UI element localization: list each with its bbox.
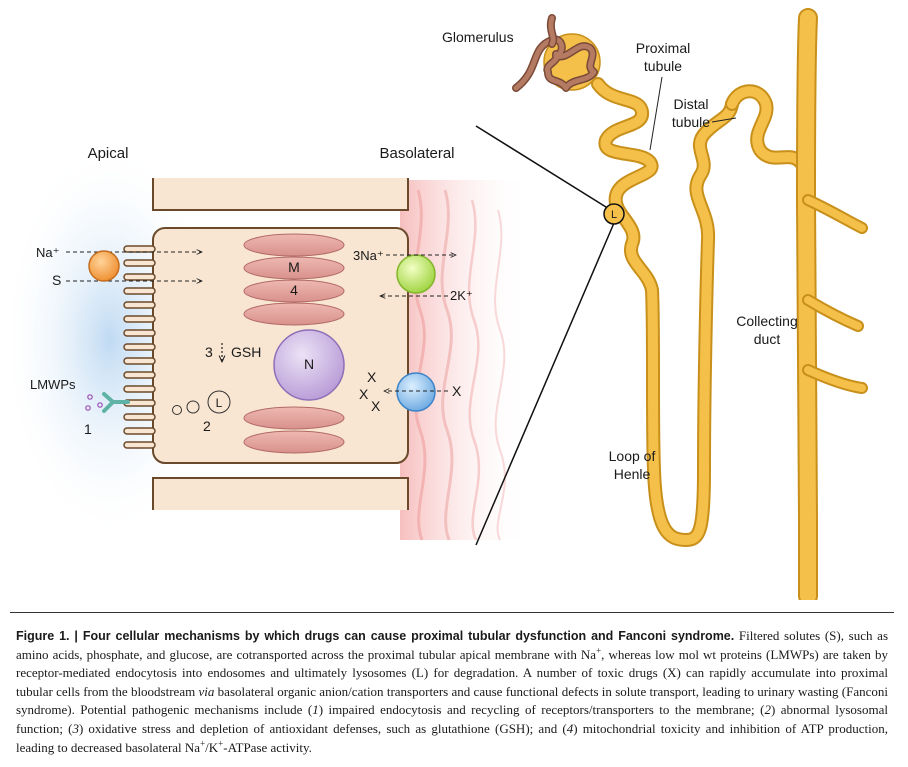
mechanism-4-label: 4	[290, 282, 298, 298]
caption-italic: 3	[72, 720, 79, 736]
zoom-spot	[603, 203, 625, 225]
organic-ion-transporter	[396, 372, 436, 412]
lmwp-particles	[85, 394, 103, 411]
mitochondrion	[243, 430, 345, 454]
caption-label: Figure 1. |	[16, 629, 83, 643]
lmwps-label: LMWPs	[30, 377, 76, 392]
nephron	[512, 8, 868, 600]
zoom-line-top	[475, 125, 615, 213]
nucleus-label: N	[304, 356, 314, 372]
gsh-label: GSH	[231, 344, 261, 360]
caption-text: ) oxidative stress and depletion of anti…	[78, 720, 567, 736]
endosome-medium	[186, 400, 200, 414]
caption-sup: +	[218, 738, 224, 749]
caption-sup: +	[596, 645, 602, 656]
basolateral-heading: Basolateral	[379, 145, 454, 162]
diagram-canvas: M 4 N 3 GSH Na⁺ S 3Na⁺ 2K⁺ X X X X LMWPs…	[0, 8, 868, 600]
caption-italic: 1	[312, 702, 319, 718]
caption-text: basolateral organic anion/cation transpo…	[16, 683, 888, 718]
distal-label-2: tubule	[672, 114, 710, 130]
glomerulus-label: Glomerulus	[442, 29, 514, 45]
caption-text: ) abnormal lysosomal function; (	[16, 702, 888, 736]
loop-label-2: Henle	[614, 466, 651, 482]
distal-leader	[711, 117, 737, 123]
collecting-label-2: duct	[754, 331, 781, 347]
caption-text: , whereas low mol wt proteins (LMWPs) ar…	[16, 646, 888, 699]
caption-sup: +	[200, 738, 206, 749]
mitochondrion	[243, 279, 345, 303]
mechanism-2-label: 2	[203, 418, 211, 434]
proximal-label-1: Proximal	[636, 40, 690, 56]
mechanism-1-label: 1	[84, 421, 92, 437]
s-label: S	[52, 272, 61, 288]
drug-x-inside-3: X	[371, 398, 381, 414]
figure-caption-box: Figure 1. | Four cellular mechanisms by …	[10, 612, 894, 763]
caption-italic: 4	[566, 720, 574, 736]
mitochondrion	[243, 302, 345, 326]
drug-x-outside: X	[452, 383, 462, 399]
mitochondrion	[243, 256, 345, 280]
three-na-label: 3Na⁺	[353, 248, 384, 263]
glomerulus	[512, 14, 601, 92]
basolateral-blood-glow	[400, 180, 530, 541]
endosome-small	[172, 405, 182, 415]
drug-x-inside-2: X	[359, 386, 369, 402]
two-k-label: 2K⁺	[450, 288, 473, 303]
proximal-leader	[649, 76, 663, 151]
nucleus	[273, 329, 345, 401]
neighbor-cell-top	[152, 178, 409, 211]
caption-text: ) mitochondrial toxicity and inhibition …	[16, 720, 888, 755]
mitochondrion	[243, 233, 345, 257]
zoom-line-bottom	[475, 222, 615, 546]
zoom-spot-label: L	[611, 209, 617, 221]
mitochondria-label: M	[288, 259, 300, 275]
mechanism-3-label: 3	[205, 344, 213, 360]
na-k-atpase-pump	[396, 254, 436, 294]
caption-text: Filtered solutes (S), such as amino acid…	[16, 628, 889, 662]
brush-border-microvilli	[123, 245, 156, 449]
figure-caption: Figure 1. | Four cellular mechanisms by …	[16, 627, 888, 757]
apical-heading: Apical	[88, 145, 129, 162]
caption-text: -ATPase activity.	[223, 739, 312, 755]
caption-italic: via	[198, 683, 215, 699]
loop-label-1: Loop of	[609, 448, 656, 464]
lysosome	[207, 390, 231, 414]
na-label: Na⁺	[36, 245, 59, 260]
caption-italic: 2	[764, 702, 771, 718]
mitochondrion	[243, 406, 345, 430]
distal-label-1: Distal	[673, 96, 708, 112]
collecting-label-1: Collecting	[736, 313, 797, 329]
neighbor-cell-bottom	[152, 477, 409, 510]
caption-title: Four cellular mechanisms by which drugs …	[82, 629, 735, 643]
lysosome-label: L	[216, 396, 223, 410]
drug-x-inside-1: X	[367, 369, 377, 385]
apical-cotransporter	[88, 250, 120, 282]
mitochondria-group	[243, 233, 345, 454]
caption-text: ) impaired endocytosis and recycling of …	[318, 702, 765, 718]
endocytic-receptor	[102, 392, 130, 413]
proximal-label-2: tubule	[644, 58, 682, 74]
caption-text: /K	[205, 739, 219, 755]
